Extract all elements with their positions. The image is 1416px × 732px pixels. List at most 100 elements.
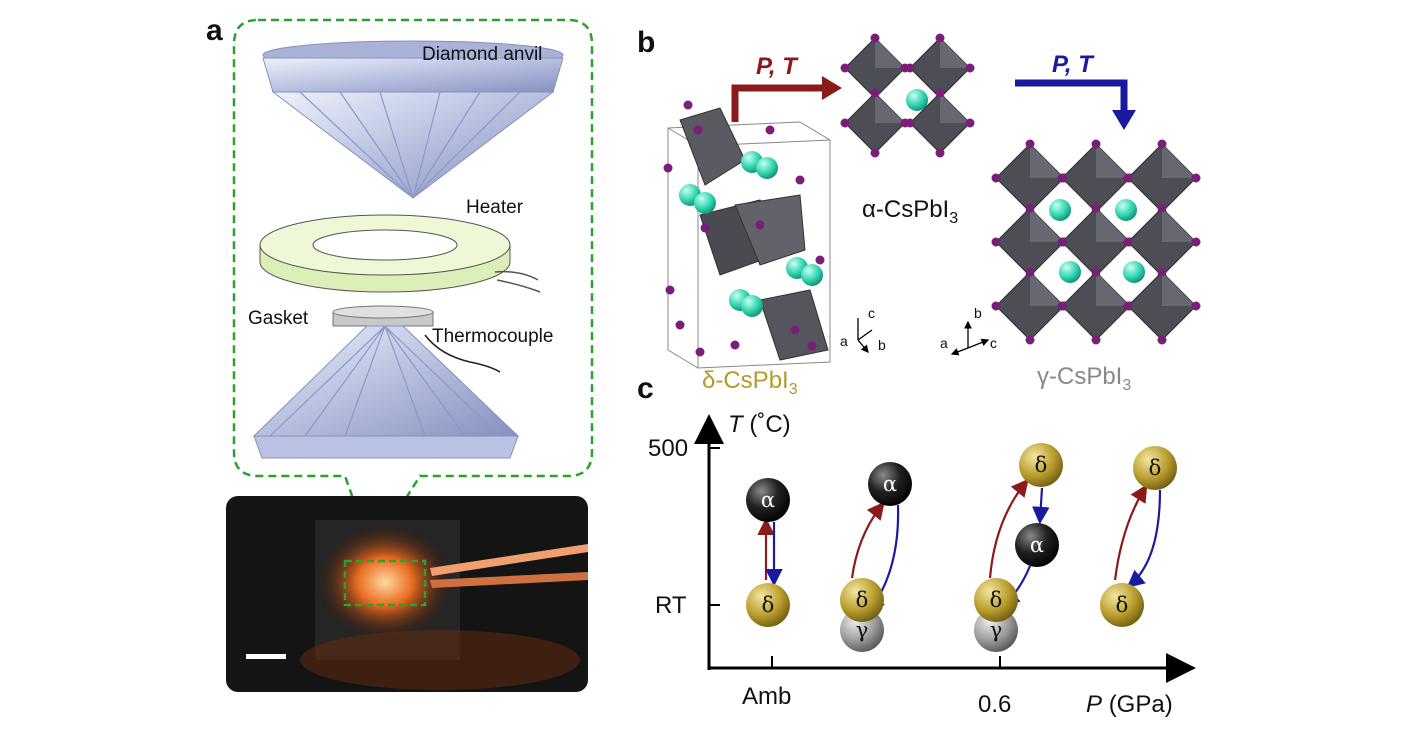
iodine-atom [1091, 203, 1101, 213]
cesium-atom [1049, 199, 1071, 221]
x-axis-title: P (GPa) [1086, 691, 1173, 718]
iodine-atom [790, 325, 800, 335]
iodine-atom [1123, 237, 1133, 247]
panel-a-label: a [206, 14, 223, 47]
sphere-delta: δ [746, 583, 790, 627]
iodine-atom [965, 118, 975, 128]
sphere-label: δ [1149, 456, 1162, 480]
sphere-label: α [883, 472, 897, 496]
gamma-axes-indicator: a b c [940, 305, 997, 356]
sphere-delta: δ [974, 578, 1018, 622]
iodine-atom [1091, 267, 1101, 277]
sphere-label: δ [762, 593, 775, 617]
iodine-atom [991, 301, 1001, 311]
iodine-atom [1123, 173, 1133, 183]
panel-b-label: b [637, 26, 655, 59]
sphere-delta: δ [1100, 583, 1144, 627]
cesium-atom [1123, 261, 1145, 283]
iodine-atom [700, 223, 710, 233]
gasket-label: Gasket [248, 308, 309, 329]
sphere-label: δ [856, 588, 869, 612]
arrow2-label: P, T [1052, 51, 1095, 78]
iodine-atom [870, 148, 880, 158]
svg-text:a: a [940, 335, 948, 351]
alpha-cspbi3-structure [840, 33, 975, 158]
cesium-atom [906, 89, 928, 111]
iodine-atom [935, 33, 945, 43]
cesium-atom [741, 295, 763, 317]
svg-text:b: b [878, 337, 886, 353]
sphere-alpha: α [1015, 523, 1059, 567]
iodine-atom [1091, 335, 1101, 345]
iodine-atom [1157, 203, 1167, 213]
iodine-atom [991, 237, 1001, 247]
sphere-delta: δ [840, 578, 884, 622]
cesium-atom [1059, 261, 1081, 283]
iodine-atom [1057, 237, 1067, 247]
y-tick-500: 500 [648, 435, 688, 462]
gamma-label: γ-CsPbI3 [1037, 363, 1131, 394]
panel-c: c T (˚C) 500 RT Amb 0.6 P (GPa) αδγδαγδα… [637, 372, 1196, 718]
sphere-label: γ [990, 618, 1003, 642]
arrow-delta-to-alpha [731, 84, 825, 122]
x-tick-0.6: 0.6 [978, 691, 1011, 718]
iodine-atom [755, 220, 765, 230]
iodine-atom [665, 285, 675, 295]
iodine-atom [1025, 335, 1035, 345]
iodine-atom [905, 63, 915, 73]
iodine-atom [1157, 139, 1167, 149]
scale-bar [246, 654, 286, 659]
iodine-atom [675, 320, 685, 330]
iodine-atom [870, 88, 880, 98]
iodine-atom [840, 118, 850, 128]
iodine-atom [1025, 203, 1035, 213]
iodine-atom [1157, 335, 1167, 345]
arrow1-label: P, T [756, 53, 799, 80]
heater-label: Heater [466, 197, 524, 218]
cesium-atom [1115, 199, 1137, 221]
sphere-label: δ [1116, 593, 1129, 617]
iodine-atom [840, 63, 850, 73]
diamond-anvil-label: Diamond anvil [422, 44, 542, 65]
sphere-label: δ [990, 588, 1003, 612]
iodine-atom [693, 125, 703, 135]
sphere-delta: δ [1133, 446, 1177, 490]
panel-c-label: c [637, 372, 654, 405]
iodine-atom [765, 125, 775, 135]
sphere-alpha: α [746, 478, 790, 522]
svg-text:b: b [974, 305, 982, 321]
arrow-alpha-to-gamma [1015, 79, 1128, 112]
svg-text:c: c [868, 305, 875, 321]
delta-label: δ-CsPbI3 [702, 367, 798, 398]
y-tick-rt: RT [655, 592, 687, 619]
iodine-atom [1191, 237, 1201, 247]
iodine-atom [1025, 267, 1035, 277]
sphere-label: δ [1035, 453, 1048, 477]
iodine-atom [1123, 301, 1133, 311]
thermocouple-label: Thermocouple [432, 326, 553, 347]
svg-text:c: c [990, 335, 997, 351]
iodine-atom [1091, 139, 1101, 149]
iodine-atom [1025, 139, 1035, 149]
iodine-atom [965, 63, 975, 73]
thermocouple-wire [424, 334, 501, 373]
iodine-atom [663, 163, 673, 173]
panel-b: b P, T P, T α-CsPbI3 δ-CsPbI3 γ-CsPbI3 a… [637, 26, 1201, 398]
panel-a: a Diamond anvil Heater Gasket Thermocoup… [206, 14, 594, 692]
sphere-label: γ [856, 618, 869, 642]
heater-ring [259, 214, 541, 293]
sphere-alpha: α [868, 462, 912, 506]
iodine-atom [1191, 173, 1201, 183]
iodine-atom [1057, 173, 1067, 183]
iodine-atom [991, 173, 1001, 183]
sphere-label: α [761, 488, 775, 512]
iodine-atom [807, 341, 817, 351]
iodine-atom [815, 255, 825, 265]
delta-cspbi3-structure [663, 100, 831, 369]
top-diamond-anvil [262, 40, 564, 199]
cesium-atom [801, 264, 823, 286]
cesium-atom [694, 192, 716, 214]
svg-text:a: a [840, 333, 848, 349]
iodine-atom [1157, 267, 1167, 277]
